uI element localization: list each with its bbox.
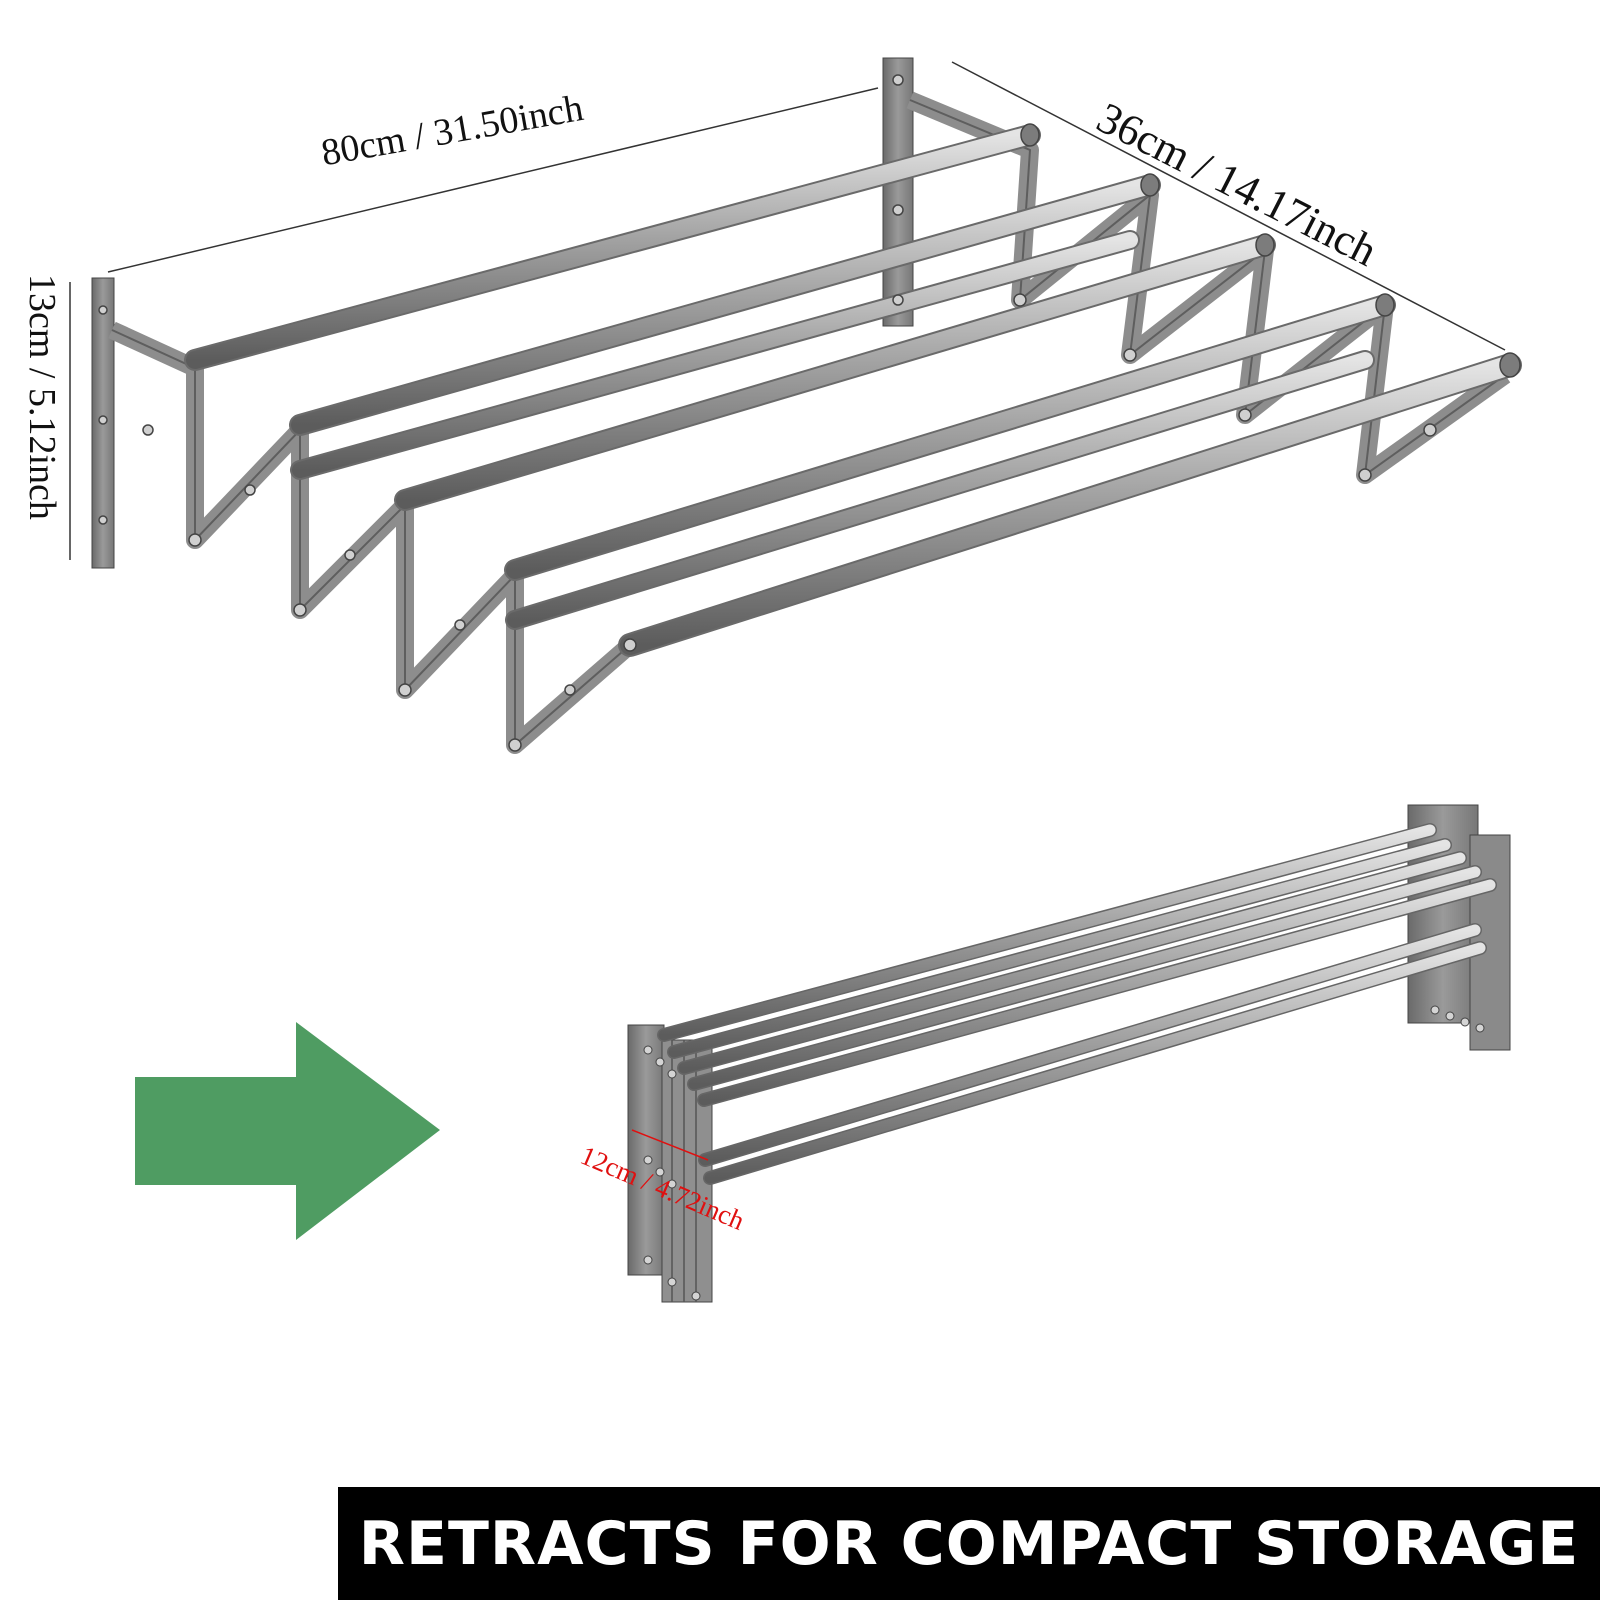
right-wall-plate [882,57,914,327]
hanging-rods [184,124,1522,657]
extended-rack [69,57,1522,754]
width-dimension-line [107,87,879,273]
caption-text: RETRACTS FOR COMPACT STORAGE [358,1508,1580,1579]
depth-dimension-line [951,61,1506,351]
folded-rods [657,823,1497,1185]
right-arrow-icon [135,1022,440,1240]
caption-bar: RETRACTS FOR COMPACT STORAGE [338,1487,1600,1600]
folded-dimension-line [631,1129,709,1161]
height-dimension-label: 13cm / 5.12inch [21,274,63,520]
pivot-bolts [98,74,1437,752]
folded-bolts [643,1005,1485,1301]
folded-rack [627,804,1511,1303]
rod-end-caps [1020,123,1521,378]
